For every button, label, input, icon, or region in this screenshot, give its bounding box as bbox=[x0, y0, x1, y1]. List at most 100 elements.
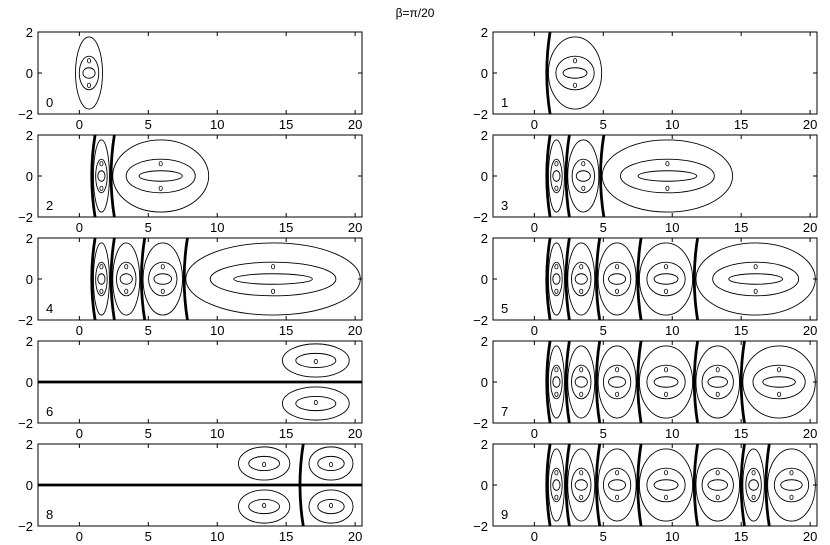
extremum-marker bbox=[160, 288, 165, 294]
contour-line bbox=[550, 467, 563, 503]
contour-line bbox=[638, 242, 694, 316]
y-tick-label: 0 bbox=[481, 169, 488, 184]
panel-number-label: 1 bbox=[501, 95, 508, 110]
nodal-curve bbox=[140, 238, 147, 320]
extremum-marker bbox=[715, 367, 720, 373]
nodal-curve bbox=[564, 444, 571, 526]
extremum-marker bbox=[664, 494, 669, 500]
contour-line bbox=[97, 170, 106, 182]
extremum-marker bbox=[328, 461, 333, 468]
x-tick-label: 20 bbox=[803, 323, 817, 338]
y-tick-label: 0 bbox=[26, 66, 33, 81]
contour-line bbox=[574, 273, 588, 285]
extremum-marker bbox=[615, 494, 620, 500]
x-tick-label: 5 bbox=[145, 323, 152, 338]
contour-line bbox=[707, 479, 728, 491]
extremum-marker bbox=[579, 391, 584, 397]
y-tick-label: −2 bbox=[473, 210, 488, 225]
y-tick-label: 2 bbox=[26, 231, 33, 246]
extremum-marker bbox=[579, 367, 584, 373]
nodal-curve bbox=[545, 341, 552, 423]
extremum-marker bbox=[271, 264, 276, 270]
nodal-curve bbox=[545, 135, 552, 217]
x-tick-label: 5 bbox=[600, 220, 607, 235]
contour-line bbox=[95, 261, 108, 297]
panel-number-label: 5 bbox=[501, 301, 508, 316]
contour-line bbox=[608, 479, 627, 491]
nodal-curve bbox=[692, 341, 700, 423]
nodal-curve bbox=[692, 444, 700, 526]
extremum-marker bbox=[615, 367, 620, 373]
contour-line bbox=[745, 467, 762, 503]
x-tick-label: 5 bbox=[145, 426, 152, 441]
nodal-curve bbox=[636, 341, 643, 423]
x-tick-label: 5 bbox=[600, 426, 607, 441]
contour-line bbox=[295, 352, 337, 369]
x-tick-label: 5 bbox=[145, 117, 152, 132]
extremum-marker bbox=[99, 185, 104, 191]
x-tick-label: 20 bbox=[348, 220, 362, 235]
extremum-marker bbox=[664, 288, 669, 294]
panel-frame bbox=[37, 237, 363, 321]
x-tick-label: 10 bbox=[210, 426, 224, 441]
contour-line bbox=[653, 273, 679, 285]
panel-contours bbox=[545, 444, 816, 526]
extremum-marker bbox=[715, 494, 720, 500]
contour-line bbox=[295, 395, 337, 412]
extremum-marker bbox=[664, 367, 669, 373]
nodal-curve bbox=[739, 341, 746, 423]
x-tick-label: 10 bbox=[665, 117, 679, 132]
extremum-marker bbox=[554, 367, 559, 373]
x-tick-label: 15 bbox=[734, 117, 748, 132]
extremum-marker bbox=[615, 470, 620, 476]
contour-line bbox=[552, 376, 561, 388]
panel-frame bbox=[492, 31, 818, 115]
x-tick-label: 0 bbox=[76, 529, 83, 544]
contour-line bbox=[550, 364, 563, 400]
contour-line bbox=[112, 139, 210, 213]
contour-line bbox=[695, 345, 740, 419]
contour-line bbox=[281, 343, 350, 378]
extremum-marker bbox=[262, 502, 267, 509]
nodal-curve bbox=[182, 238, 189, 320]
contour-line bbox=[574, 479, 588, 491]
y-tick-label: −2 bbox=[473, 519, 488, 534]
contour-line bbox=[742, 448, 765, 522]
contour-line bbox=[308, 489, 354, 524]
contour-line bbox=[608, 376, 627, 388]
extremum-marker bbox=[579, 288, 584, 294]
nodal-curve bbox=[636, 238, 643, 320]
contour-line bbox=[567, 242, 596, 316]
nodal-curve bbox=[739, 444, 746, 526]
contour-line bbox=[75, 36, 103, 110]
contour-line bbox=[602, 364, 632, 400]
contour-line bbox=[248, 455, 280, 472]
nodal-curve bbox=[109, 238, 116, 320]
extremum-marker bbox=[554, 391, 559, 397]
panel-frame bbox=[492, 134, 818, 218]
y-tick-label: 2 bbox=[26, 25, 33, 40]
nodal-curve bbox=[109, 135, 116, 217]
extremum-marker bbox=[124, 288, 129, 294]
contour-line bbox=[571, 467, 592, 503]
panel-number-label: 9 bbox=[501, 507, 508, 522]
contour-line bbox=[638, 448, 694, 522]
extremum-marker bbox=[124, 264, 129, 270]
x-tick-label: 10 bbox=[665, 323, 679, 338]
contour-line bbox=[112, 242, 141, 316]
contour-line bbox=[547, 139, 565, 213]
contour-line bbox=[748, 479, 759, 491]
x-tick-label: 20 bbox=[348, 426, 362, 441]
extremum-marker bbox=[615, 288, 620, 294]
extremum-marker bbox=[715, 470, 720, 476]
contour-line bbox=[92, 242, 110, 316]
y-tick-label: −2 bbox=[18, 210, 33, 225]
extremum-marker bbox=[664, 391, 669, 397]
contour-line bbox=[701, 467, 734, 503]
nodal-curve bbox=[599, 135, 606, 217]
